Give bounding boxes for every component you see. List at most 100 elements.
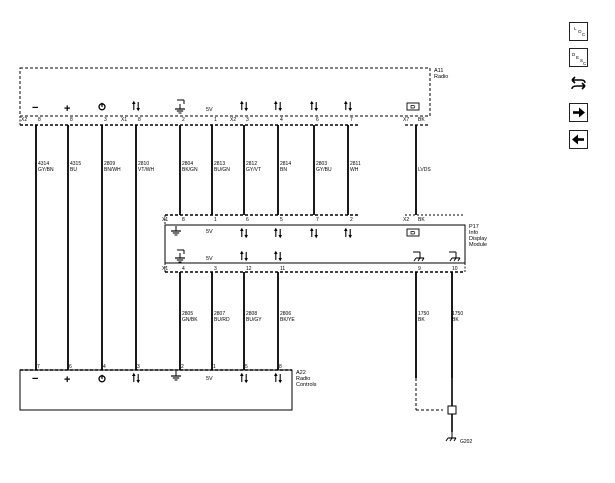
desc-icon: D E S C — [572, 52, 587, 66]
display-module: P17 Info Display Module — [164, 214, 487, 273]
svg-text:5: 5 — [245, 364, 248, 370]
data-line-icon — [309, 227, 319, 239]
svg-text:6: 6 — [246, 217, 249, 223]
svg-text:2803: 2803 — [316, 161, 327, 167]
svg-text:S: S — [580, 58, 583, 63]
svg-text:7: 7 — [350, 117, 353, 123]
connector-x1-display-bottom: X1 — [162, 266, 168, 272]
minus-symbol: − — [32, 102, 38, 114]
svg-text:12: 12 — [246, 266, 252, 272]
data-line-icon — [273, 227, 283, 239]
data-line-icon — [239, 227, 249, 239]
svg-text:6: 6 — [316, 117, 319, 123]
ground-icon — [174, 99, 186, 114]
svg-text:8: 8 — [38, 117, 41, 123]
lvds-connector-icon — [406, 102, 420, 111]
svg-text:2804: 2804 — [182, 161, 193, 167]
svg-text:1: 1 — [214, 217, 217, 223]
svg-text:Controls: Controls — [296, 382, 317, 388]
plus-symbol: + — [64, 374, 70, 386]
five-volt-label: 5V — [206, 107, 213, 113]
previous-button[interactable] — [569, 130, 588, 149]
svg-text:2814: 2814 — [280, 161, 291, 167]
svg-text:4: 4 — [280, 117, 283, 123]
display-bottom-pins: 4 3 12 11 9 10 — [182, 266, 458, 272]
power-icon — [98, 374, 106, 383]
location-button[interactable]: L O C — [569, 22, 588, 41]
svg-text:2813: 2813 — [214, 161, 225, 167]
data-line-icon — [239, 100, 249, 112]
connector-x7-radio: X7 — [403, 117, 409, 123]
svg-text:BU: BU — [70, 167, 77, 173]
svg-text:1750: 1750 — [418, 311, 429, 317]
ground-g202: G202 — [415, 378, 472, 445]
data-line-icon — [131, 372, 141, 384]
svg-text:WH: WH — [350, 167, 359, 173]
radio-name: Radio — [434, 74, 448, 80]
svg-text:3: 3 — [104, 117, 107, 123]
svg-text:3: 3 — [214, 266, 217, 272]
next-button[interactable] — [569, 103, 588, 122]
wires — [35, 125, 453, 378]
svg-text:L: L — [574, 26, 577, 31]
connector-x2-display: X2 — [403, 217, 409, 223]
svg-text:2806: 2806 — [280, 311, 291, 317]
next-arrow-icon — [573, 107, 585, 118]
power-icon — [98, 102, 106, 111]
svg-text:GY/BU: GY/BU — [316, 167, 332, 173]
connector-view-icon — [571, 76, 586, 90]
svg-text:BK/YE: BK/YE — [280, 317, 295, 323]
svg-text:3: 3 — [246, 117, 249, 123]
data-line-icon — [343, 227, 353, 239]
data-line-icon — [273, 250, 283, 262]
svg-text:2805: 2805 — [182, 311, 193, 317]
ground-icon — [174, 249, 186, 263]
svg-text:VT/WH: VT/WH — [138, 167, 154, 173]
controls-pin-numbers: 7 6 4 3 2 1 5 8 — [37, 364, 282, 370]
svg-text:2811: 2811 — [350, 161, 361, 167]
display-top-pins: 8 1 6 5 7 2 BK — [182, 217, 425, 223]
svg-text:BK: BK — [418, 117, 425, 123]
svg-text:GY/VT: GY/VT — [246, 167, 261, 173]
svg-text:7: 7 — [316, 217, 319, 223]
data-line-icon — [131, 100, 141, 112]
svg-text:11: 11 — [280, 266, 285, 272]
svg-text:Module: Module — [469, 242, 487, 248]
svg-text:2: 2 — [350, 217, 353, 223]
prev-arrow-icon — [572, 134, 584, 145]
svg-text:Info: Info — [469, 230, 478, 236]
svg-text:E: E — [576, 55, 579, 60]
svg-text:7: 7 — [37, 364, 40, 370]
svg-text:5V: 5V — [206, 229, 213, 235]
svg-text:BK/GN: BK/GN — [182, 167, 198, 173]
description-button[interactable]: D E S C — [569, 48, 588, 67]
chassis-ground-icon — [449, 251, 461, 262]
display-ref: P17 — [469, 224, 479, 230]
svg-text:4315: 4315 — [70, 161, 81, 167]
wire-labels-lower: 2805 GN/BK 2807 BU/RD 2808 BU/GY 2806 BK… — [182, 311, 463, 323]
controls-ref: A22 — [296, 370, 306, 376]
wire-4314-circuit: 4314 — [38, 161, 49, 167]
data-line-icon — [343, 100, 353, 112]
connector-x1-display-top: X1 — [162, 217, 168, 223]
svg-text:BN/WH: BN/WH — [104, 167, 121, 173]
connector-view-button[interactable] — [569, 73, 588, 92]
svg-text:2: 2 — [182, 117, 185, 123]
svg-text:BU/GY: BU/GY — [246, 317, 262, 323]
svg-text:2808: 2808 — [246, 311, 257, 317]
svg-text:8: 8 — [279, 364, 282, 370]
svg-text:C: C — [582, 32, 586, 37]
svg-text:5V: 5V — [206, 376, 213, 382]
svg-text:2812: 2812 — [246, 161, 257, 167]
data-line-icon — [239, 372, 249, 384]
svg-text:1: 1 — [214, 117, 217, 123]
svg-text:1750: 1750 — [452, 311, 463, 317]
data-line-icon — [273, 372, 283, 384]
svg-text:BU/GN: BU/GN — [214, 167, 230, 173]
svg-text:BU/RD: BU/RD — [214, 317, 230, 323]
svg-text:D: D — [572, 52, 576, 57]
data-line-icon — [239, 250, 249, 262]
ground-icon — [170, 370, 182, 381]
svg-text:BK: BK — [418, 317, 425, 323]
controls-module: A22 Radio Controls — [19, 369, 317, 411]
